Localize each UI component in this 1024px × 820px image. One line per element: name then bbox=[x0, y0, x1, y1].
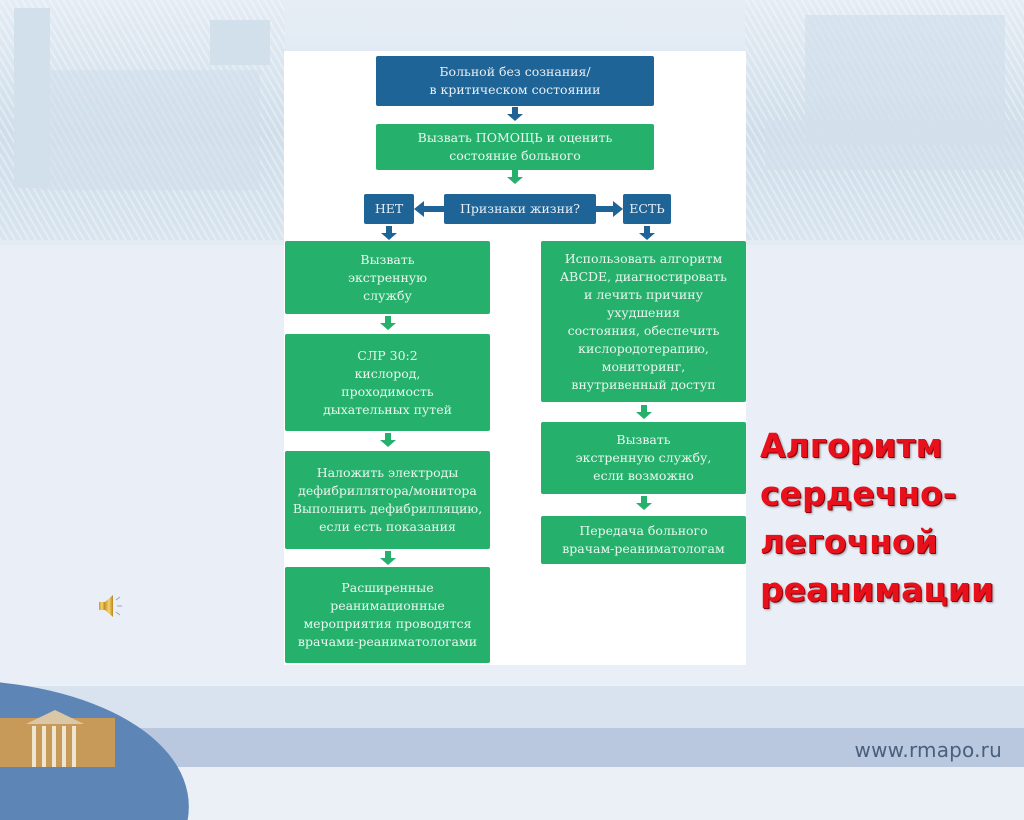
flow-text: Вызвать bbox=[360, 251, 415, 267]
arrow-down-icon bbox=[380, 316, 396, 330]
flow-yes-step-3: Передача больного врачам-реаниматологам bbox=[541, 516, 746, 564]
arrow-down-icon bbox=[380, 551, 396, 565]
flowchart-panel: Больной без сознания/ в критическом сост… bbox=[284, 51, 746, 665]
flow-text: НЕТ bbox=[374, 201, 404, 216]
flow-text: если есть показания bbox=[319, 519, 456, 534]
arrow-down-icon bbox=[507, 107, 523, 121]
flow-text: дефибриллятора/монитора bbox=[298, 483, 477, 498]
background-city-image-right bbox=[745, 0, 1024, 240]
flow-text: Вызвать bbox=[616, 432, 671, 447]
title-line: Алгоритм bbox=[760, 426, 943, 465]
title-line: сердечно- bbox=[760, 474, 957, 513]
flow-text: реанимационные bbox=[330, 598, 445, 613]
flow-text: в критическом состоянии bbox=[429, 82, 601, 97]
speaker-icon[interactable] bbox=[96, 592, 126, 620]
flow-start-box: Больной без сознания/ в критическом сост… bbox=[376, 56, 654, 106]
flow-text: экстренную службу, bbox=[575, 450, 712, 465]
flow-no-step-4: Расширенные реанимационные мероприятия п… bbox=[285, 567, 490, 663]
flow-no-box: НЕТ bbox=[364, 194, 414, 224]
arrow-left-icon bbox=[414, 201, 444, 217]
flow-text: Расширенные bbox=[341, 580, 434, 595]
flow-text: СЛР 30:2 bbox=[357, 347, 418, 363]
footer-building-image bbox=[0, 710, 115, 767]
arrow-down-icon bbox=[636, 405, 652, 419]
flow-text: ухудшения bbox=[606, 304, 681, 320]
flow-text: Признаки жизни? bbox=[460, 201, 580, 216]
flow-text: состояние больного bbox=[449, 148, 581, 163]
flow-text: Передача больного bbox=[579, 523, 708, 538]
title-line: легочной bbox=[760, 522, 938, 561]
flow-text: кислородотерапию, bbox=[578, 340, 709, 356]
flow-text: врачам-реаниматологам bbox=[562, 541, 725, 556]
flow-text: кислород, bbox=[354, 365, 421, 381]
flow-text: врачами-реаниматологами bbox=[297, 634, 478, 649]
flow-text: Выполнить дефибрилляцию, bbox=[292, 501, 483, 516]
flow-no-step-3: Наложить электроды дефибриллятора/монито… bbox=[285, 451, 490, 549]
arrow-right-icon bbox=[596, 201, 623, 217]
flow-text: Наложить электроды bbox=[316, 465, 459, 480]
flow-text: и лечить причину bbox=[584, 286, 703, 302]
arrow-down-icon bbox=[636, 496, 652, 510]
arrow-down-icon bbox=[639, 226, 655, 240]
flow-text: проходимость bbox=[341, 383, 434, 399]
flow-text: Вызвать ПОМОЩЬ и оценить bbox=[417, 130, 613, 145]
flow-no-step-1: Вызвать экстренную службу bbox=[285, 241, 490, 314]
flow-call-help-box: Вызвать ПОМОЩЬ и оценить состояние больн… bbox=[376, 124, 654, 170]
flow-yes-box: ЕСТЬ bbox=[623, 194, 671, 224]
flow-text: мониторинг, bbox=[601, 358, 686, 374]
flow-text: если возможно bbox=[593, 468, 694, 483]
flow-text: мероприятия проводятся bbox=[303, 616, 472, 631]
slide-title: Алгоритм сердечно- легочной реанимации bbox=[760, 422, 994, 614]
flow-text: ABCDE, диагностировать bbox=[560, 268, 727, 284]
flow-text: Использовать алгоритм bbox=[564, 250, 723, 266]
arrow-down-icon bbox=[381, 226, 397, 240]
footer-band bbox=[0, 686, 1024, 728]
flow-text: экстренную bbox=[347, 269, 428, 285]
flow-text: Больной без сознания/ bbox=[439, 64, 591, 79]
flow-text: ЕСТЬ bbox=[629, 201, 665, 216]
flow-no-step-2: СЛР 30:2 кислород, проходимость дыхатель… bbox=[285, 334, 490, 431]
flow-text: внутривенный доступ bbox=[571, 376, 716, 392]
flow-text: состояния, обеспечить bbox=[567, 322, 720, 338]
arrow-down-icon bbox=[507, 170, 523, 184]
flow-yes-step-1: Использовать алгоритм ABCDE, диагностиро… bbox=[541, 241, 746, 402]
footer-url[interactable]: www.rmapo.ru bbox=[854, 738, 1002, 762]
flow-decision-box: Признаки жизни? bbox=[444, 194, 596, 224]
title-line: реанимации bbox=[760, 570, 995, 609]
flow-text: дыхательных путей bbox=[323, 401, 452, 417]
flow-text: службу bbox=[363, 287, 412, 303]
background-city-image-left bbox=[0, 0, 285, 240]
arrow-down-icon bbox=[380, 433, 396, 447]
flow-yes-step-2: Вызвать экстренную службу, если возможно bbox=[541, 422, 746, 494]
